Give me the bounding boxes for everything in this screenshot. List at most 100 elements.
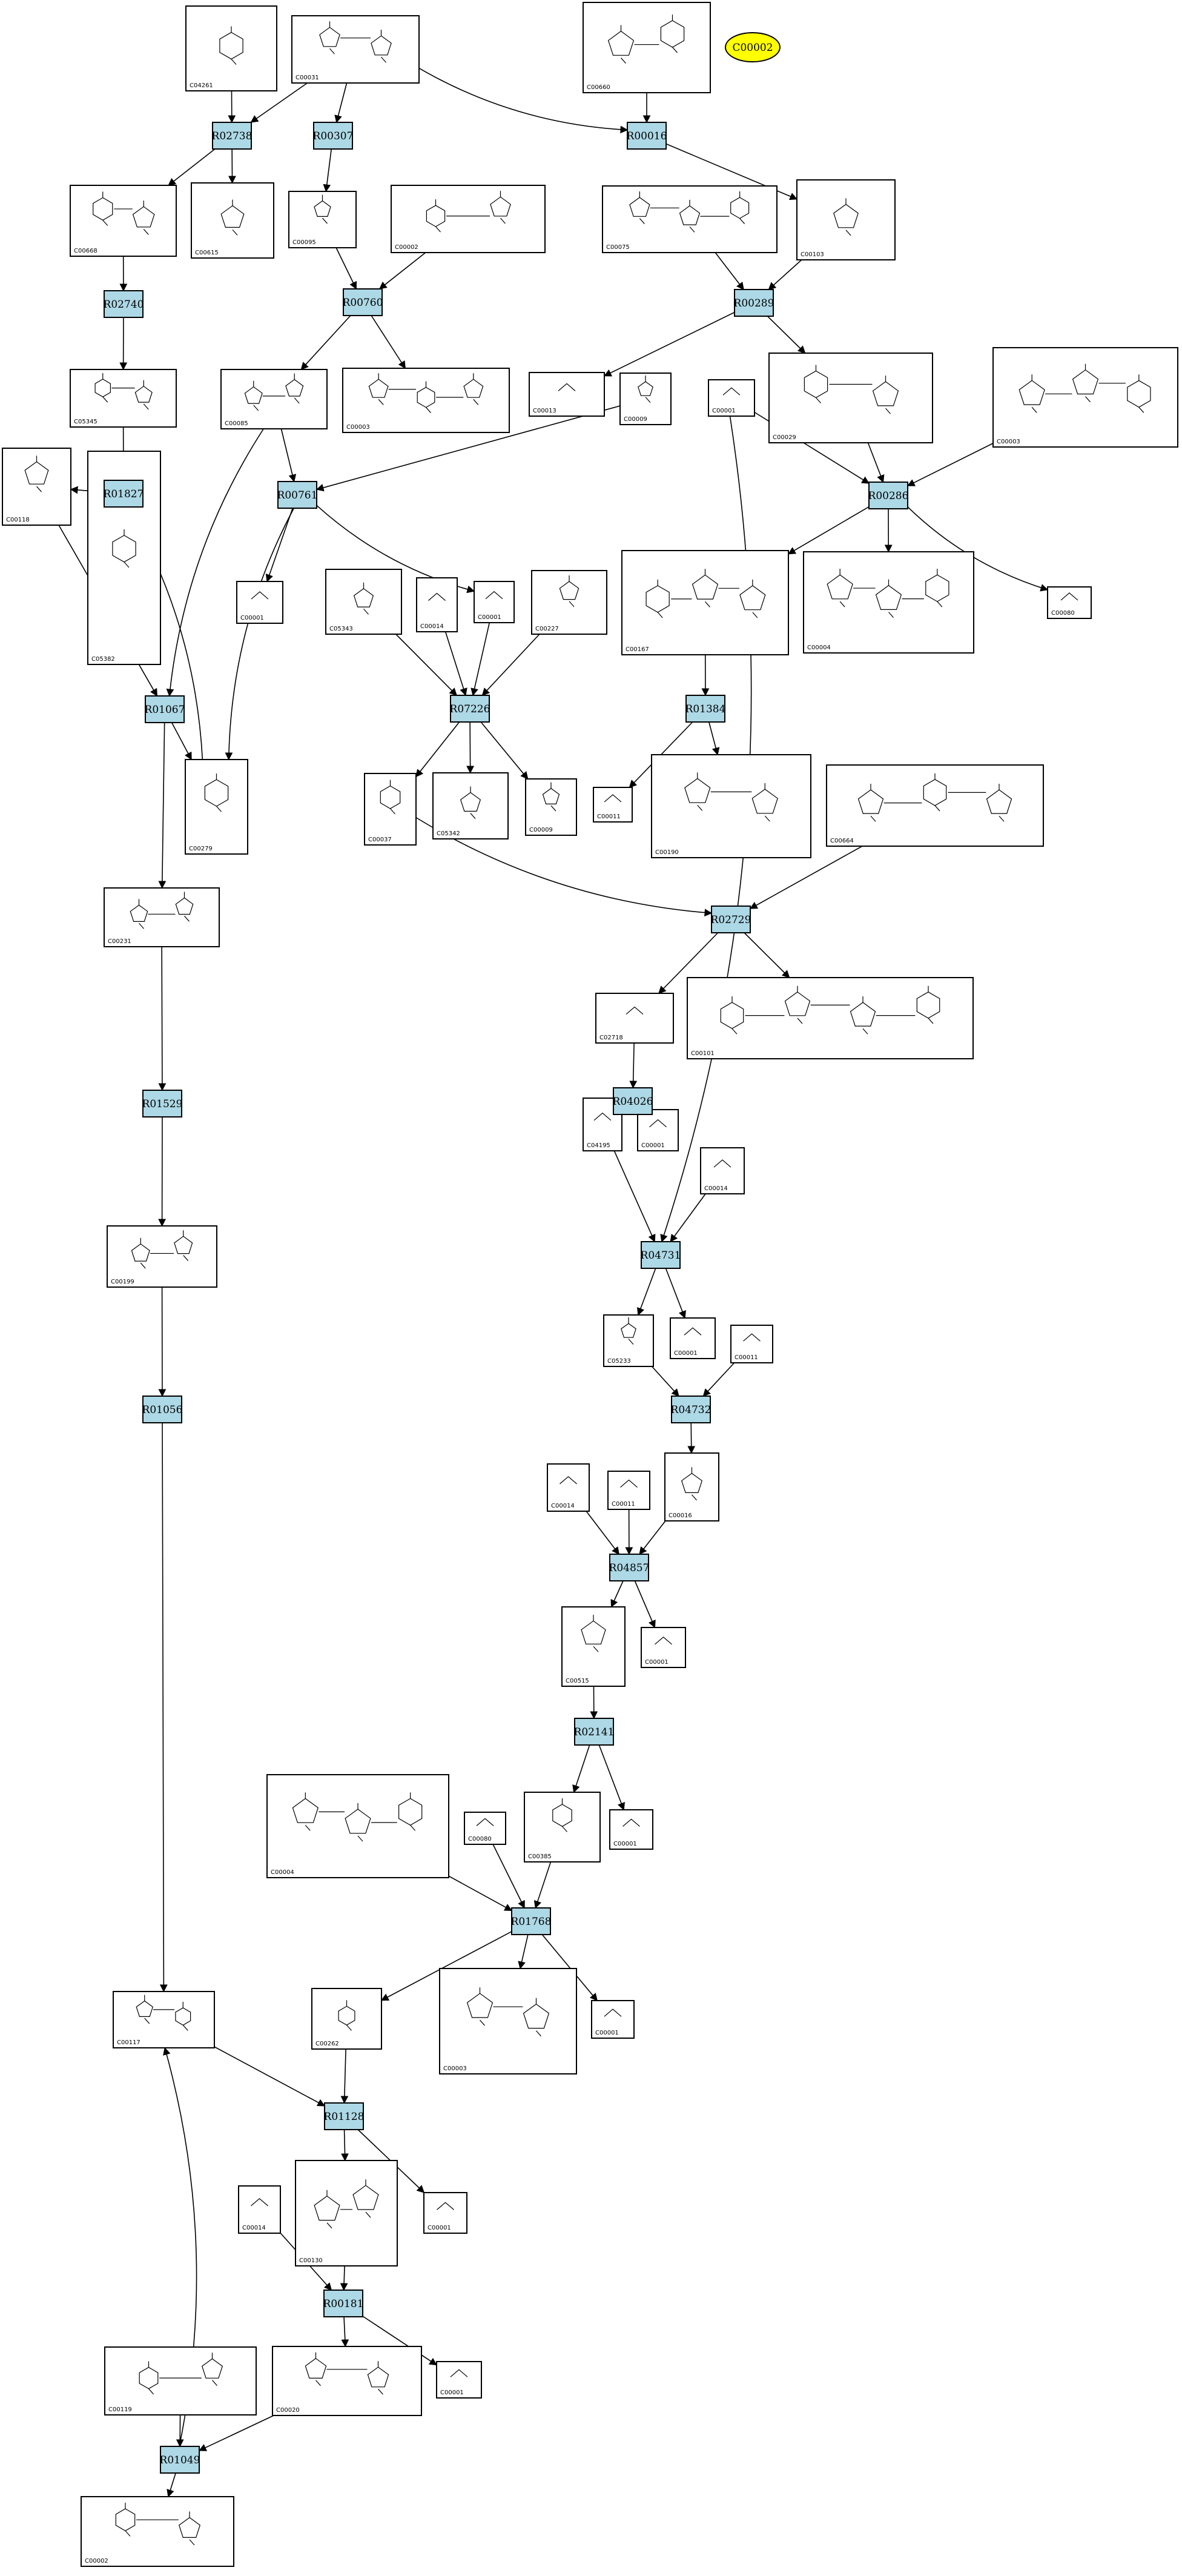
reaction-node[interactable]: R00181 — [323, 2290, 364, 2317]
compound-node[interactable]: C00118 — [2, 448, 71, 526]
reaction-node[interactable]: R04731 — [641, 1241, 681, 1269]
compound-node[interactable]: C00014 — [547, 1463, 590, 1512]
compound-node[interactable]: C00013 — [529, 372, 605, 417]
reaction-node[interactable]: R00286 — [868, 482, 909, 509]
compound-node[interactable]: C00190 — [651, 754, 811, 858]
compound-node[interactable]: C00515 — [561, 1606, 626, 1687]
reaction-node[interactable]: R02729 — [711, 906, 751, 933]
reaction-node[interactable]: R02141 — [574, 1718, 615, 1746]
reaction-node[interactable]: R01056 — [142, 1396, 183, 1423]
reaction-node[interactable]: R01768 — [511, 1907, 552, 1935]
compound-node[interactable]: C00004 — [803, 551, 974, 654]
compound-id-label: C00001 — [613, 1841, 637, 1847]
compound-node[interactable]: C00001 — [637, 1109, 679, 1151]
compound-node[interactable]: C00009 — [619, 372, 672, 425]
reaction-node[interactable]: R01067 — [145, 695, 185, 723]
reaction-node[interactable]: R01049 — [160, 2446, 200, 2474]
reaction-node[interactable]: R04026 — [613, 1087, 653, 1115]
compound-node[interactable]: C00231 — [104, 887, 220, 947]
compound-node[interactable]: C00101 — [687, 977, 974, 1059]
compound-node[interactable]: C00016 — [664, 1452, 719, 1521]
reaction-node[interactable]: R00761 — [277, 481, 318, 509]
reaction-node[interactable]: R01529 — [142, 1090, 183, 1117]
compound-node[interactable]: C04195 — [583, 1098, 622, 1151]
compound-node[interactable]: C05233 — [603, 1314, 654, 1367]
compound-node[interactable]: C00117 — [113, 1991, 215, 2048]
compound-node[interactable]: C05343 — [325, 569, 402, 635]
compound-node[interactable]: C00001 — [423, 2192, 467, 2234]
compound-node[interactable]: C00660 — [583, 2, 711, 93]
compound-node[interactable]: C00103 — [796, 179, 896, 260]
compound-node[interactable]: C00011 — [730, 1325, 773, 1363]
compound-node[interactable]: C00009 — [525, 778, 577, 836]
compound-node[interactable]: C00020 — [272, 2346, 422, 2416]
compound-node[interactable]: C00001 — [236, 581, 283, 624]
reaction-node[interactable]: R04857 — [609, 1554, 650, 1581]
compound-node[interactable]: C00001 — [436, 2361, 482, 2399]
compound-id-label: C00001 — [641, 1142, 665, 1149]
compound-node[interactable]: C00001 — [591, 2000, 635, 2039]
compound-node[interactable]: C00262 — [311, 1988, 382, 2050]
compound-node[interactable]: C00029 — [768, 353, 933, 443]
compound-node[interactable]: C00001 — [670, 1317, 716, 1359]
compound-node[interactable]: C00279 — [185, 759, 248, 855]
reaction-id-label: R00286 — [868, 490, 909, 502]
reaction-node[interactable]: R04732 — [671, 1396, 712, 1423]
reaction-box — [609, 1554, 649, 1581]
compound-node[interactable]: C00001 — [474, 581, 515, 623]
compound-box — [595, 993, 674, 1044]
compound-node[interactable]: C00001 — [641, 1627, 686, 1668]
compound-node[interactable]: C00167 — [621, 550, 789, 655]
compound-id-label: C00080 — [468, 1836, 492, 1843]
reaction-id-label: R00760 — [343, 297, 383, 309]
reaction-node[interactable]: R02740 — [104, 290, 144, 318]
compound-node[interactable]: C00011 — [593, 787, 633, 823]
compound-node[interactable]: C00080 — [464, 1812, 506, 1845]
compound-node[interactable]: C00002 — [391, 185, 546, 253]
reaction-node[interactable]: R02738 — [212, 122, 253, 150]
compound-node[interactable]: C02718 — [595, 993, 674, 1044]
compound-id-label: C00014 — [420, 623, 444, 630]
compound-node[interactable]: C00003 — [342, 368, 510, 433]
compound-node[interactable]: C00075 — [602, 185, 778, 253]
compound-node[interactable]: C00001 — [609, 1809, 653, 1850]
compound-node[interactable]: C00385 — [524, 1792, 601, 1862]
compound-node[interactable]: C00014 — [416, 577, 458, 632]
edge-arrow — [598, 1744, 626, 1811]
compound-node[interactable]: C00031 — [291, 15, 420, 84]
compound-node[interactable]: C00199 — [107, 1225, 217, 1288]
compound-node[interactable]: C00003 — [439, 1968, 577, 2074]
edge-arrow — [225, 508, 295, 761]
reaction-node[interactable]: R00016 — [627, 122, 667, 150]
reaction-node[interactable]: R01128 — [324, 2102, 365, 2130]
reaction-node[interactable]: R00760 — [343, 288, 383, 316]
compound-node[interactable]: C00130 — [295, 2160, 398, 2266]
edge-arrow — [334, 82, 348, 124]
reaction-node[interactable]: R01384 — [685, 695, 726, 723]
reaction-node[interactable]: R07226 — [450, 695, 490, 723]
compound-node[interactable]: C00004 — [266, 1774, 449, 1878]
reaction-node[interactable]: R00289 — [734, 289, 774, 317]
reaction-node[interactable]: R00307 — [313, 122, 354, 150]
compound-node[interactable]: C00011 — [607, 1471, 650, 1510]
compound-node[interactable]: C00664 — [826, 764, 1044, 847]
start-compound-ellipse[interactable]: C00002 — [725, 32, 781, 62]
edge-arrow — [670, 1193, 706, 1243]
compound-node[interactable]: C00615 — [191, 182, 274, 259]
compound-node[interactable]: C00119 — [104, 2346, 257, 2415]
compound-node[interactable]: C04261 — [185, 5, 277, 91]
compound-node[interactable]: C05345 — [70, 369, 177, 428]
compound-node[interactable]: C00001 — [708, 379, 755, 417]
compound-node[interactable]: C00668 — [70, 185, 177, 257]
compound-node[interactable]: C00080 — [1047, 586, 1092, 619]
compound-node[interactable]: C00085 — [220, 369, 328, 429]
compound-node[interactable]: C00014 — [700, 1147, 745, 1194]
compound-node[interactable]: C00095 — [288, 191, 357, 248]
compound-node[interactable]: C05342 — [432, 772, 509, 839]
compound-node[interactable]: C00037 — [364, 773, 417, 846]
compound-node[interactable]: C00014 — [238, 2185, 281, 2234]
reaction-node[interactable]: R01827 — [104, 480, 144, 508]
compound-node[interactable]: C00227 — [531, 570, 607, 635]
compound-node[interactable]: C00002 — [81, 2496, 234, 2567]
compound-node[interactable]: C00003 — [992, 347, 1178, 448]
